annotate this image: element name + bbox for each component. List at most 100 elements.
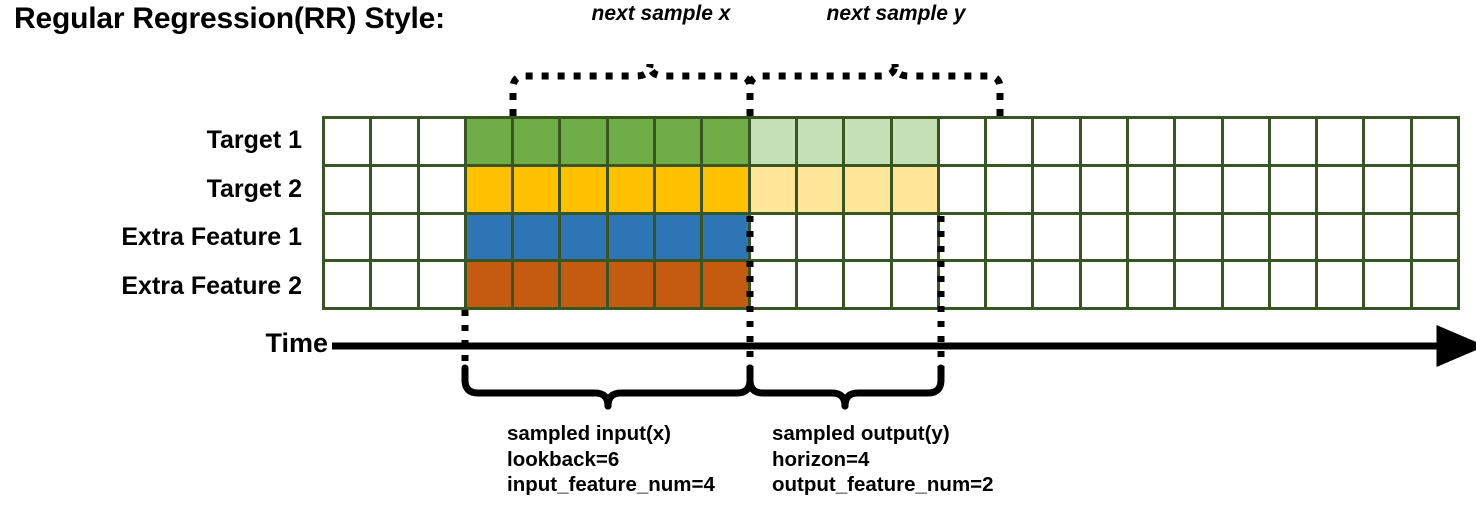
grid-cell-r2-c5 [514,166,559,212]
grid-cell-r3-c16 [1034,214,1079,260]
grid-cell-r4-c16 [1034,262,1079,307]
grid-cell-r2-c8 [656,166,701,212]
grid-cell-r4-c21 [1270,262,1316,307]
grid-cell-r2-c16 [1034,166,1079,212]
sampled-input-line-3: input_feature_num=4 [507,473,715,496]
grid-cell-r3-c12 [845,214,890,260]
grid-cell-r2-c19 [1176,166,1221,212]
grid-cell-r1-c6 [561,119,606,164]
row-label-extra-feature-1: Extra Feature 1 [121,223,302,251]
grid-cell-r4-c17 [1081,262,1126,307]
grid-cell-r4-c10 [750,262,795,307]
grid-cell-r2-c24 [1412,166,1457,212]
grid-cell-r4-c9 [703,262,748,307]
grid-cell-r3-c21 [1270,214,1316,260]
grid-cell-r1-c18 [1128,119,1174,164]
grid-cell-r2-c9 [703,166,748,212]
grid-cell-r3-c19 [1176,214,1221,260]
sampled-input-brace [461,364,754,410]
grid-cell-r1-c24 [1412,119,1457,164]
grid-cell-r4-c15 [987,262,1032,307]
grid-cell-r3-c8 [656,214,701,260]
grid-cell-r4-c11 [797,262,843,307]
grid-cell-r2-c22 [1318,166,1363,212]
grid-cell-r4-c2 [372,262,417,307]
grid-cell-r3-c4 [466,214,512,260]
grid-cell-r3-c10 [750,214,795,260]
grid-cell-r3-c24 [1412,214,1457,260]
grid-cell-r4-c6 [561,262,606,307]
grid-cell-r1-c19 [1176,119,1221,164]
grid-cell-r2-c3 [419,166,464,212]
sampled-input-line-1: sampled input(x) [507,422,672,445]
grid-cell-r4-c12 [845,262,890,307]
grid-cell-r3-c18 [1128,214,1174,260]
grid-cell-r1-c21 [1270,119,1316,164]
grid-cell-r2-c18 [1128,166,1174,212]
grid-cell-r3-c23 [1365,214,1410,260]
sampled-output-line-1: sampled output(y) [772,422,950,445]
sampled-output-line-2: horizon=4 [772,447,870,471]
next-sample-y-brace [746,63,1004,116]
grid-cell-r1-c17 [1081,119,1126,164]
grid-cell-r3-c13 [892,214,937,260]
grid-cell-r4-c3 [419,262,464,307]
grid-cell-r2-c20 [1223,166,1268,212]
row-label-target-1: Target 1 [206,126,302,154]
grid-cell-r1-c2 [372,119,417,164]
grid-cell-r4-c14 [939,262,985,307]
grid-cell-r2-c23 [1365,166,1410,212]
grid-cell-r4-c20 [1223,262,1268,307]
grid-cell-r3-c2 [372,214,417,260]
grid-cell-r2-c11 [797,166,843,212]
grid-cell-r2-c1 [325,166,370,212]
grid-cell-r2-c12 [845,166,890,212]
grid-cell-r1-c8 [656,119,701,164]
grid-cell-r2-c10 [750,166,795,212]
grid-cell-r2-c7 [608,166,654,212]
grid-cell-r3-c15 [987,214,1032,260]
grid-cell-r1-c7 [608,119,654,164]
sampled-input-line-2: lookback=6 [507,447,620,471]
grid-cell-r3-c14 [939,214,985,260]
grid-cell-r1-c12 [845,119,890,164]
grid-cell-r1-c10 [750,119,795,164]
grid-cell-r2-c2 [372,166,417,212]
grid-cell-r1-c15 [987,119,1032,164]
grid-cell-r4-c22 [1318,262,1363,307]
grid-cell-r2-c21 [1270,166,1316,212]
grid-cell-r3-c17 [1081,214,1126,260]
grid-cell-r1-c5 [514,119,559,164]
grid-cell-r3-c9 [703,214,748,260]
time-axis-label: Time [265,328,328,358]
grid-cell-r3-c22 [1318,214,1363,260]
grid-cell-r1-c22 [1318,119,1363,164]
sampled-output-brace [746,364,945,410]
grid-cell-r4-c18 [1128,262,1174,307]
grid-cell-r3-c5 [514,214,559,260]
grid-cell-r1-c13 [892,119,937,164]
grid-cell-r1-c23 [1365,119,1410,164]
grid-cell-r1-c16 [1034,119,1079,164]
grid-cell-r1-c1 [325,119,370,164]
grid-cell-r3-c11 [797,214,843,260]
grid-cell-r4-c7 [608,262,654,307]
grid-cell-r4-c5 [514,262,559,307]
next-sample-x-label: next sample x [591,2,731,25]
grid-cell-r2-c4 [466,166,512,212]
grid-cell-r3-c3 [419,214,464,260]
sampled-output-line-3: output_feature_num=2 [772,473,994,496]
row-label-target-2: Target 2 [206,174,302,203]
grid-cell-r3-c1 [325,214,370,260]
grid-cell-r4-c1 [325,262,370,307]
grid-cell-r4-c8 [656,262,701,307]
grid-cell-r4-c19 [1176,262,1221,307]
grid-cell-r4-c24 [1412,262,1457,307]
row-label-extra-feature-2: Extra Feature 2 [121,271,302,300]
grid-cell-r3-c6 [561,214,606,260]
grid-cell-r4-c13 [892,262,937,307]
grid-cell-r1-c20 [1223,119,1268,164]
